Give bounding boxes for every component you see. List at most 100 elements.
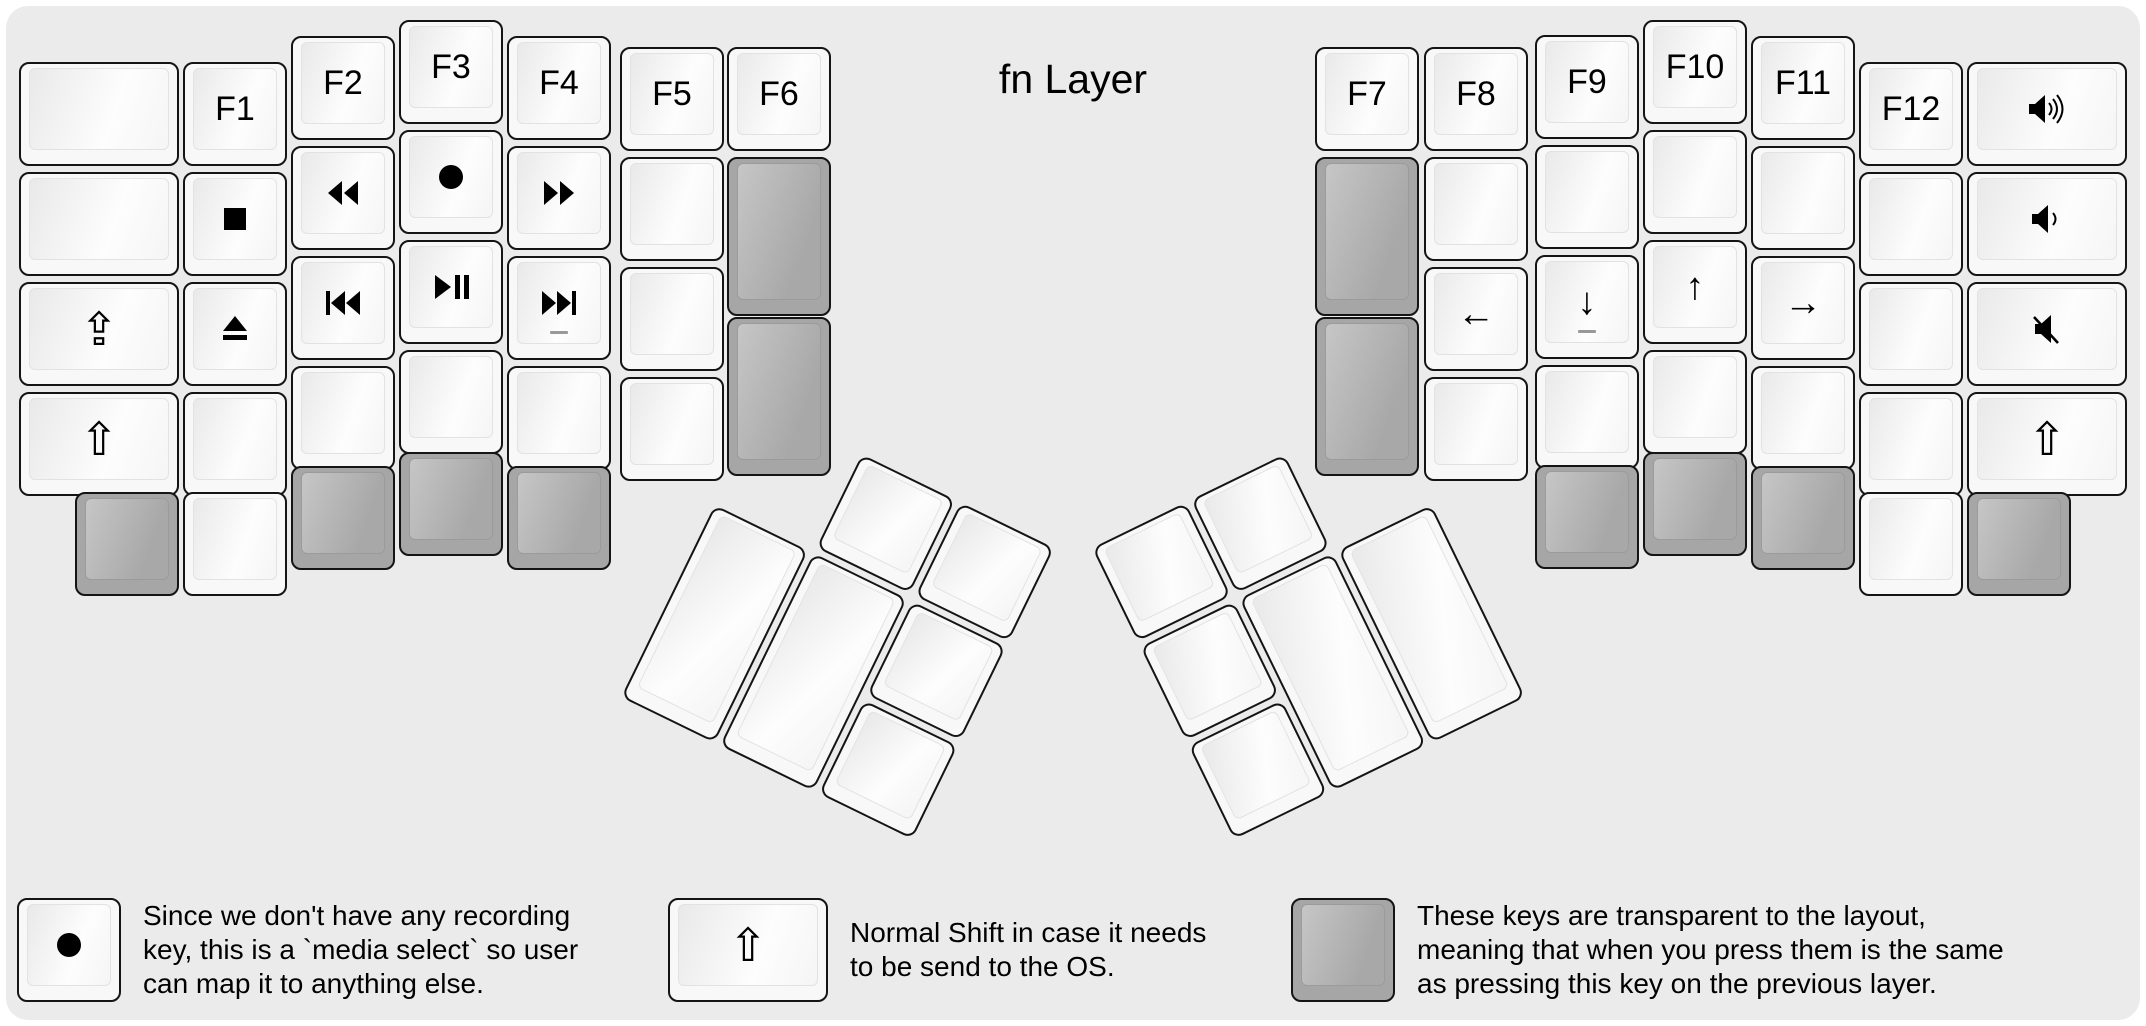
key-blank[interactable] bbox=[620, 267, 724, 371]
key-next-track[interactable] bbox=[507, 256, 611, 360]
key-f5[interactable]: F5 bbox=[620, 47, 724, 151]
key-blank[interactable] bbox=[183, 392, 287, 496]
keytop bbox=[1977, 288, 2117, 370]
key-f8[interactable]: F8 bbox=[1424, 47, 1528, 151]
key-transparent[interactable] bbox=[727, 317, 831, 476]
key-caps-lock[interactable]: ⇪ bbox=[19, 282, 179, 386]
key-blank[interactable] bbox=[1859, 492, 1963, 596]
key-blank[interactable] bbox=[1424, 157, 1528, 261]
key-blank[interactable] bbox=[1751, 146, 1855, 250]
key-label: F1 bbox=[215, 90, 255, 128]
keytop bbox=[1977, 178, 2117, 260]
key-volume-up[interactable] bbox=[1967, 62, 2127, 166]
key-blank[interactable] bbox=[19, 62, 179, 166]
key-blank[interactable] bbox=[183, 492, 287, 596]
key-blank[interactable] bbox=[1751, 366, 1855, 470]
key-label: F5 bbox=[652, 75, 692, 113]
key-label: F6 bbox=[759, 75, 799, 113]
key-f11[interactable]: F11 bbox=[1751, 36, 1855, 140]
key-f7[interactable]: F7 bbox=[1315, 47, 1419, 151]
arrow-left-icon: ← bbox=[1457, 293, 1495, 335]
keytop bbox=[517, 262, 601, 344]
keytop bbox=[301, 472, 385, 554]
key-blank[interactable] bbox=[19, 172, 179, 276]
key-mute[interactable] bbox=[1967, 282, 2127, 386]
keytop bbox=[1869, 178, 1953, 260]
key-transparent[interactable] bbox=[291, 466, 395, 570]
keytop: ← bbox=[1434, 273, 1518, 355]
key-volume-down[interactable] bbox=[1967, 172, 2127, 276]
key-transparent[interactable] bbox=[1535, 465, 1639, 569]
keytop bbox=[29, 68, 169, 150]
key-prev-track[interactable] bbox=[291, 256, 395, 360]
key-blank[interactable] bbox=[399, 350, 503, 454]
key-f6[interactable]: F6 bbox=[727, 47, 831, 151]
key-transparent[interactable] bbox=[1315, 317, 1419, 476]
key-arrow-up[interactable]: ↑ bbox=[1643, 240, 1747, 344]
keytop: F5 bbox=[630, 53, 714, 135]
key-blank[interactable] bbox=[620, 157, 724, 261]
keytop bbox=[301, 152, 385, 234]
key-blank[interactable] bbox=[1535, 365, 1639, 469]
keytop bbox=[737, 163, 821, 300]
key-blank[interactable] bbox=[1859, 282, 1963, 386]
mute-icon bbox=[2029, 312, 2065, 346]
key-shift[interactable]: ⇧ bbox=[19, 392, 179, 496]
key-f4[interactable]: F4 bbox=[507, 36, 611, 140]
key-shift[interactable]: ⇧ bbox=[1967, 392, 2127, 496]
key-arrow-down[interactable]: ↓ bbox=[1535, 255, 1639, 359]
keytop: → bbox=[1761, 262, 1845, 344]
key-blank[interactable] bbox=[1859, 392, 1963, 496]
key-transparent[interactable] bbox=[75, 492, 179, 596]
key-blank[interactable] bbox=[1859, 172, 1963, 276]
key-transparent[interactable] bbox=[1967, 492, 2071, 596]
key-f9[interactable]: F9 bbox=[1535, 35, 1639, 139]
key-blank[interactable] bbox=[1643, 350, 1747, 454]
key-f3[interactable]: F3 bbox=[399, 20, 503, 124]
legend-text-line: key, this is a `media select` so user bbox=[143, 934, 579, 965]
key-blank[interactable] bbox=[620, 377, 724, 481]
shift-icon: ⇧ bbox=[2027, 413, 2067, 465]
key-rewind[interactable] bbox=[291, 146, 395, 250]
key-f1[interactable]: F1 bbox=[183, 62, 287, 166]
keytop: F6 bbox=[737, 53, 821, 135]
key-blank[interactable] bbox=[1424, 377, 1528, 481]
keytop bbox=[193, 498, 277, 580]
key-stop[interactable] bbox=[183, 172, 287, 276]
key-eject[interactable] bbox=[183, 282, 287, 386]
keytop bbox=[1869, 288, 1953, 370]
key-f10[interactable]: F10 bbox=[1643, 20, 1747, 124]
shift-sample-icon: ⇧ bbox=[728, 919, 768, 971]
key-blank[interactable] bbox=[291, 366, 395, 470]
key-transparent[interactable] bbox=[1315, 157, 1419, 316]
key-transparent[interactable] bbox=[1643, 452, 1747, 556]
stop-icon bbox=[222, 206, 248, 232]
keytop: F2 bbox=[301, 42, 385, 124]
keytop bbox=[85, 498, 169, 580]
key-transparent-sample[interactable] bbox=[1291, 898, 1395, 1002]
keytop bbox=[1977, 498, 2061, 580]
key-transparent[interactable] bbox=[1751, 466, 1855, 570]
key-transparent[interactable] bbox=[507, 466, 611, 570]
play-pause-icon bbox=[433, 273, 469, 301]
key-f2[interactable]: F2 bbox=[291, 36, 395, 140]
key-f12[interactable]: F12 bbox=[1859, 62, 1963, 166]
key-transparent[interactable] bbox=[399, 452, 503, 556]
key-transparent[interactable] bbox=[727, 157, 831, 316]
key-arrow-left[interactable]: ← bbox=[1424, 267, 1528, 371]
key-arrow-right[interactable]: → bbox=[1751, 256, 1855, 360]
key-blank[interactable] bbox=[1643, 130, 1747, 234]
key-record[interactable] bbox=[399, 130, 503, 234]
keytop: F12 bbox=[1869, 68, 1953, 150]
key-blank[interactable] bbox=[507, 366, 611, 470]
key-play-pause[interactable] bbox=[399, 240, 503, 344]
key-blank[interactable] bbox=[1535, 145, 1639, 249]
legend-text-line: These keys are transparent to the layout… bbox=[1417, 900, 1926, 931]
key-fast-forward[interactable] bbox=[507, 146, 611, 250]
keytop: ↓ bbox=[1545, 261, 1629, 343]
key-record-sample[interactable] bbox=[17, 898, 121, 1002]
key-shift-sample[interactable]: ⇧ bbox=[668, 898, 828, 1002]
